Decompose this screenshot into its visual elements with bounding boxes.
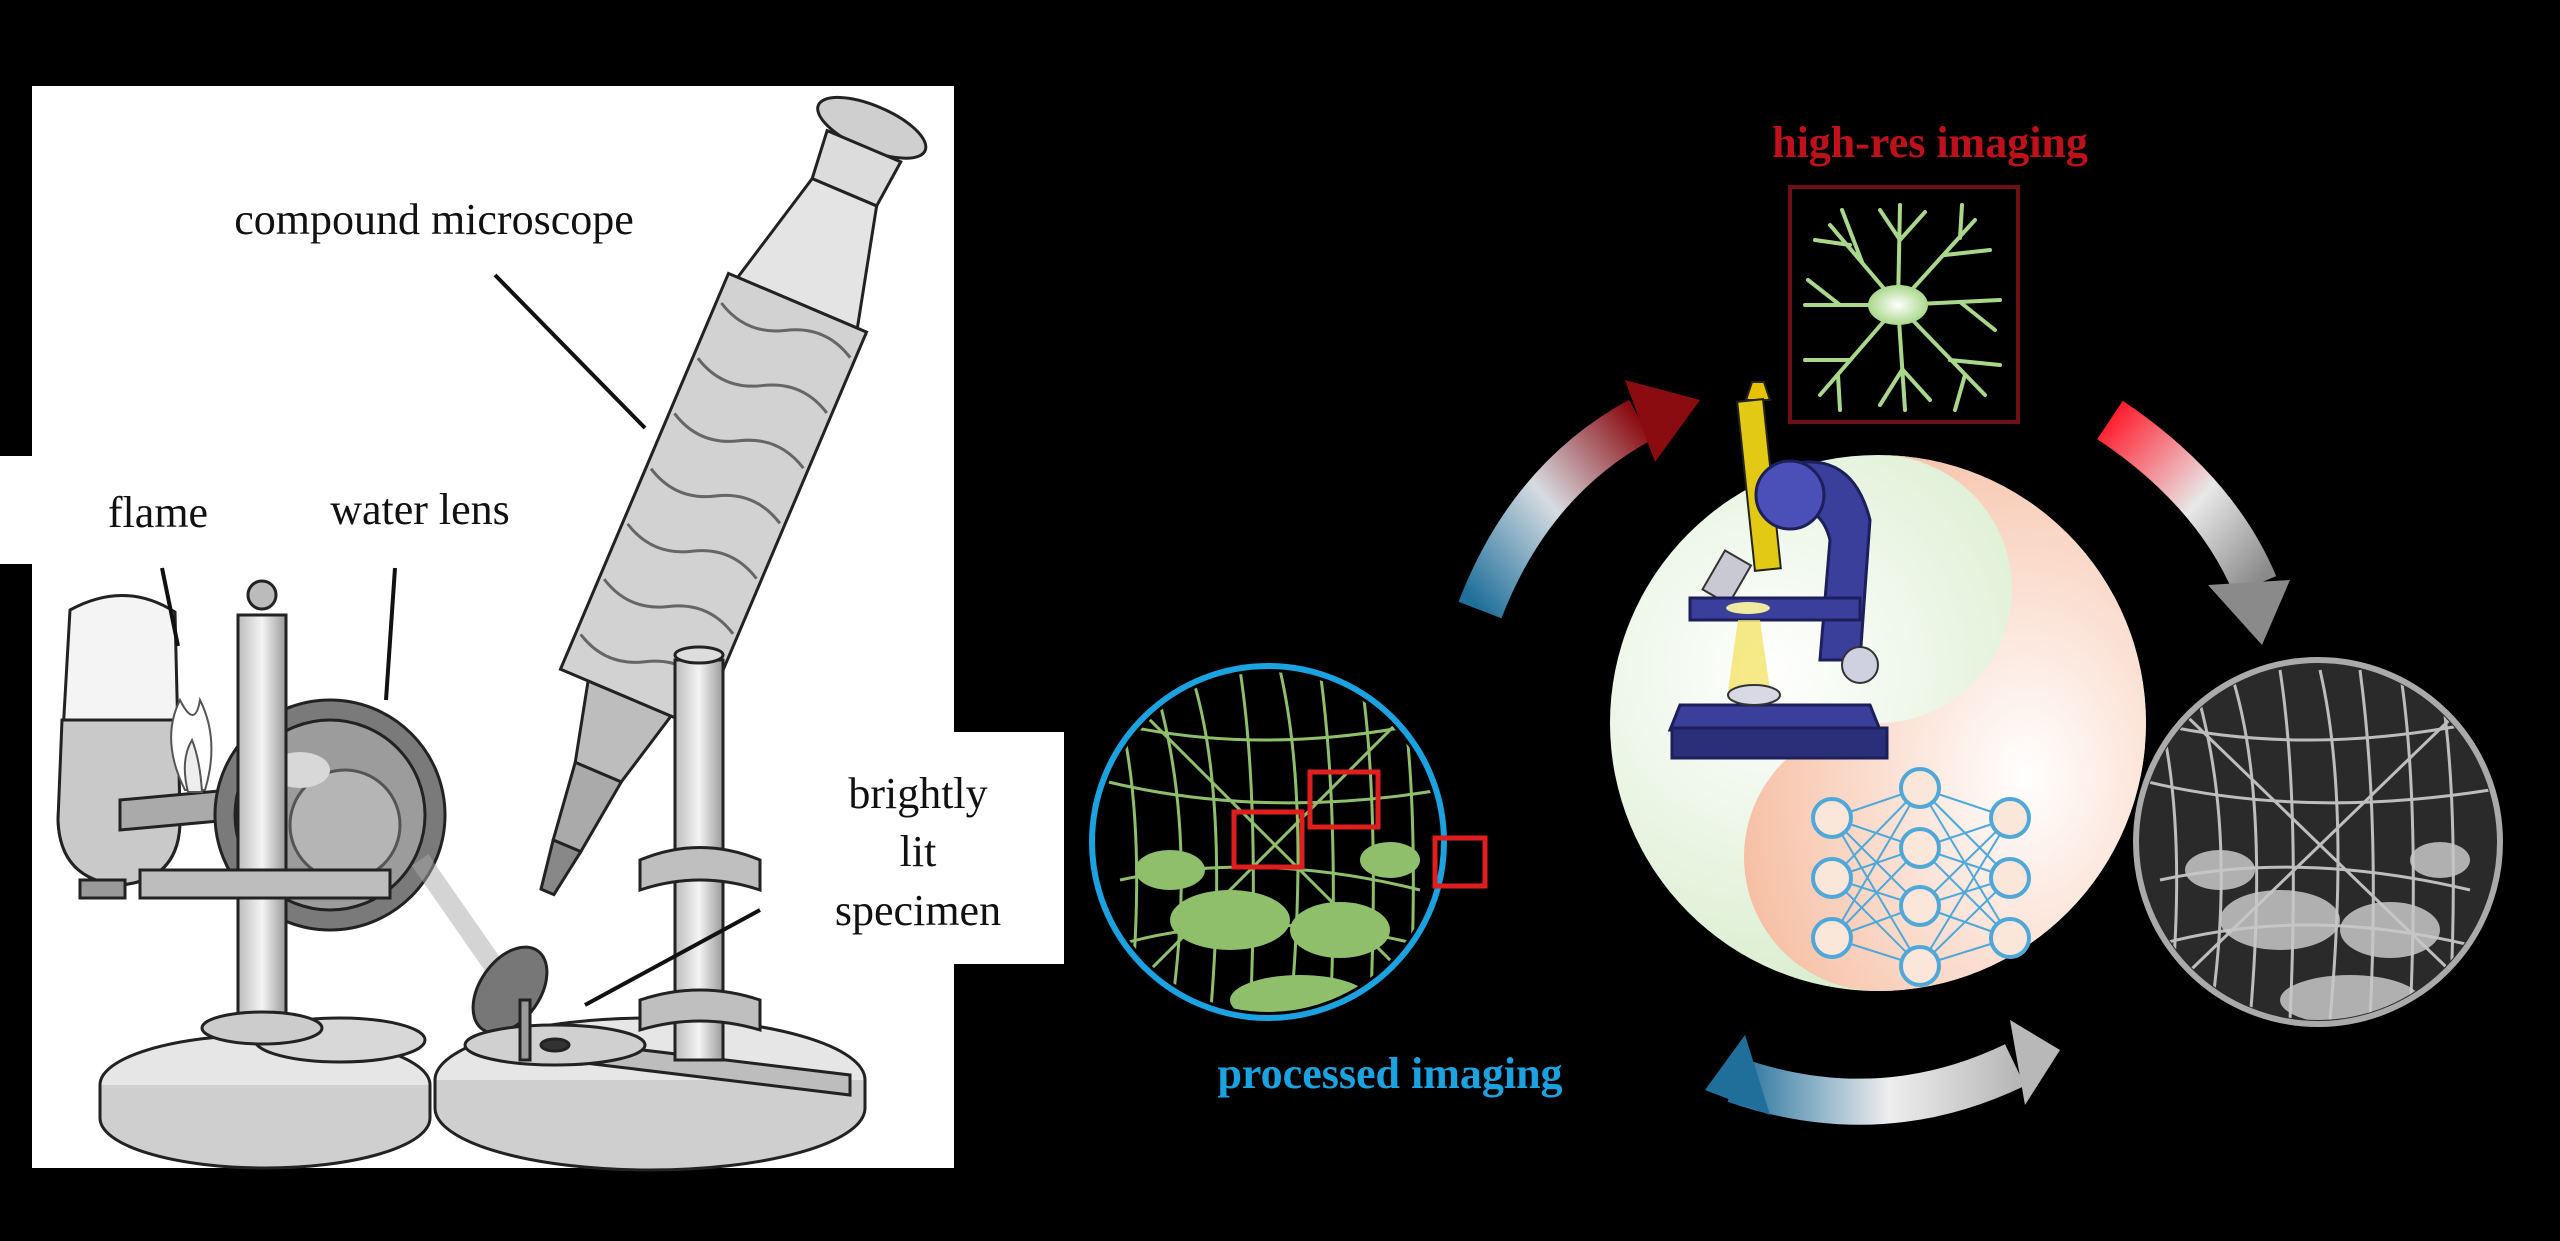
leader-compound (493, 273, 647, 430)
leader-flame (160, 567, 180, 647)
microscope-tube (539, 95, 928, 897)
roi-box-2 (1231, 809, 1305, 870)
leader-specimen (584, 908, 761, 1007)
water-flask (56, 594, 232, 900)
label-water-lens: water lens (330, 485, 510, 534)
high-res-neuron-tile (1788, 185, 2020, 424)
label-compound-microscope: compound microscope (234, 195, 634, 244)
specimen-label-box (800, 732, 1064, 964)
label-specimen-line-1: brightly (848, 769, 987, 818)
roi-box-1 (1307, 769, 1381, 830)
flame-label-box (0, 456, 210, 564)
neural-network-icon (1811, 767, 2031, 987)
label-high-res-imaging: high-res imaging (1772, 118, 2088, 167)
raw-image-circle (2133, 657, 2503, 1027)
label-processed-imaging: processed imaging (1217, 1049, 1562, 1098)
specimen-stage (463, 945, 647, 1067)
microscope-pillar (638, 645, 762, 1062)
leader-water-lens (384, 567, 397, 701)
processed-image-circle (1089, 663, 1488, 1021)
label-specimen-line-2: lit (900, 827, 937, 876)
label-specimen-line-3: specimen (835, 886, 1001, 935)
microscope-icon (1667, 381, 1889, 760)
cycle-arrow-bottom (1705, 1020, 2060, 1125)
neuron-cell-body (1868, 285, 1928, 325)
microscope-base (98, 1016, 867, 1172)
flame-icon (170, 696, 213, 793)
roi-box-3 (1432, 835, 1488, 889)
lamp-pillar (138, 579, 392, 1046)
engraving-panel: compound microscope flame water lens bri… (0, 86, 1064, 1172)
label-leader-lines (160, 273, 761, 1007)
label-flame: flame (108, 488, 208, 537)
imaging-cycle-panel: high-res imaging (1089, 118, 2503, 1125)
cycle-arrow-right (2097, 400, 2290, 645)
cycle-arrow-top-left (1458, 380, 1700, 619)
